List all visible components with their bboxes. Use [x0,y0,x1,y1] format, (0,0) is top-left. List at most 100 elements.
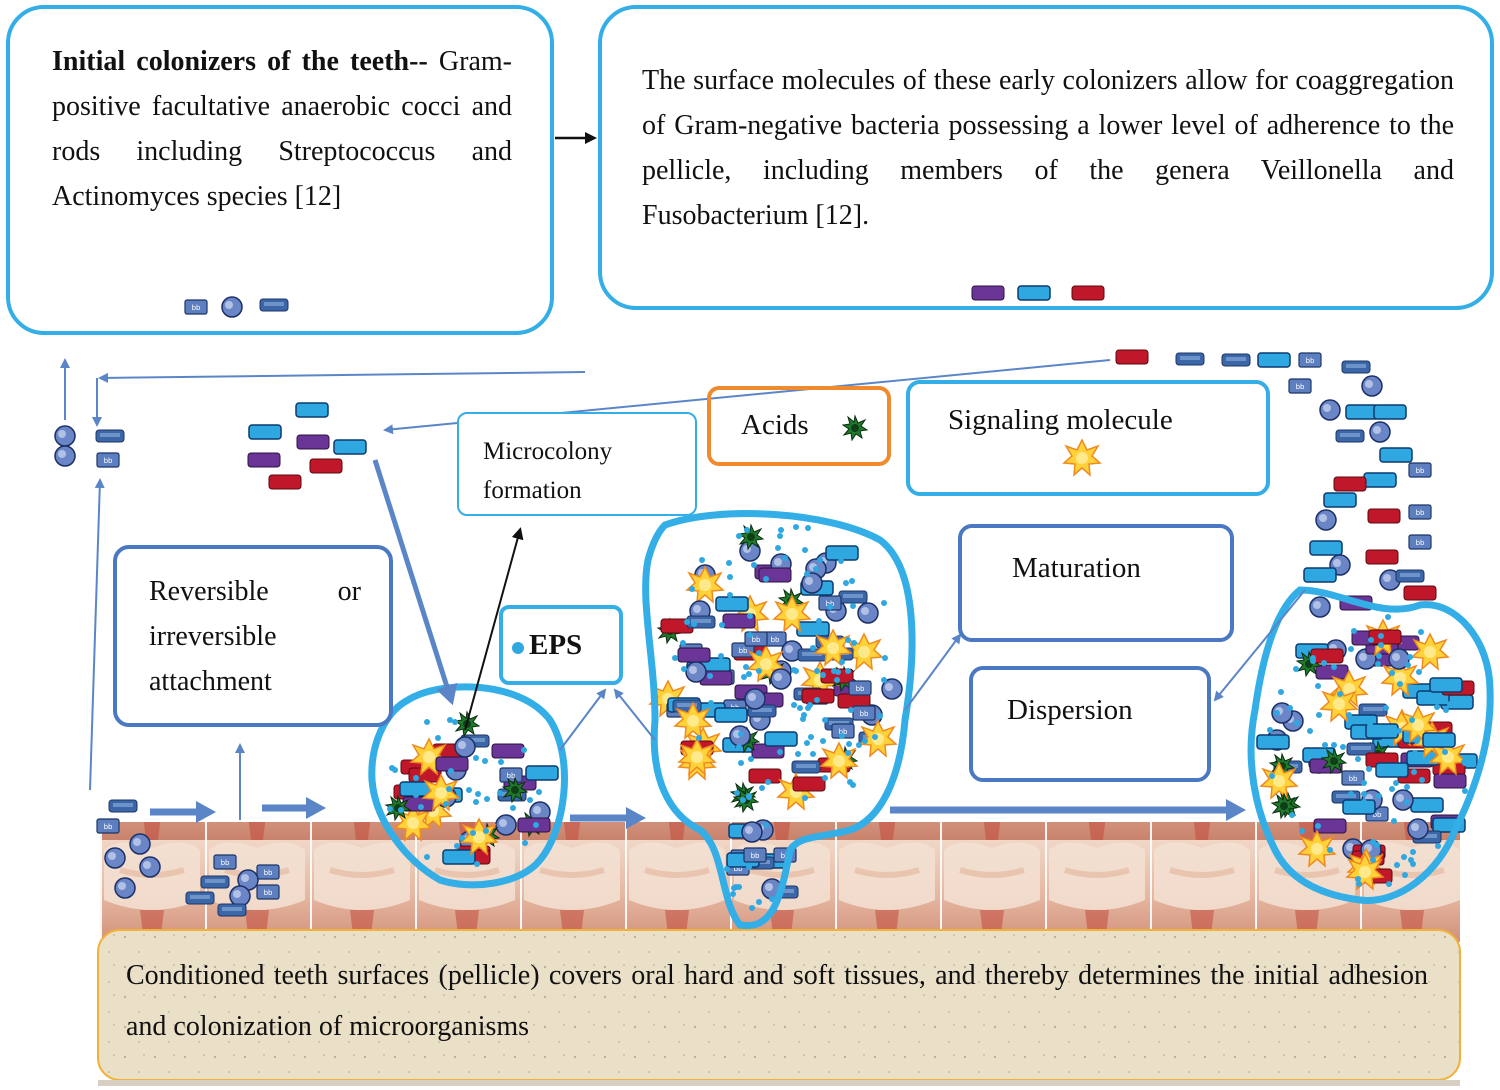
eps-dot [696,735,702,741]
eps-dot [730,891,736,897]
eps-dot [820,672,826,678]
rod-bacterium-icon [1368,629,1402,645]
eps-dot [744,527,750,533]
acids-label: Acids [741,409,809,441]
rod-bacterium-icon [213,854,237,870]
eps-dot [845,750,851,756]
eps-dot [522,840,528,846]
eps-dot [510,805,516,811]
eps-dot [484,796,490,802]
eps-dot [1394,862,1400,868]
eps-dot [763,576,769,582]
eps-dot [747,632,753,638]
rod-bacterium-icon [743,847,767,863]
rod-bacterium-icon [525,765,559,781]
eps-dot [1396,728,1402,734]
eps-dot [843,580,849,586]
eps-dot [1378,642,1384,648]
eps-dot [756,668,762,674]
rod-bacterium-icon [714,707,748,723]
rod-bacterium-icon [491,743,525,759]
eps-dot [1435,843,1441,849]
eps-dot [418,804,424,810]
rod-bacterium-icon [200,875,230,889]
eps-dot [810,645,816,651]
eps-dot [1426,804,1432,810]
eps-dot [533,822,539,828]
rod-bacterium-icon [1363,472,1397,488]
eps-dot [1443,707,1449,713]
rod-bacterium-icon [108,799,138,813]
eps-dot [1287,705,1293,711]
eps-dot [1442,749,1448,755]
initial-colonizers-title: Initial colonizers of the teeth-- [52,46,428,77]
eps-dot [1316,712,1322,718]
signaling-molecule-label: Signaling molecule [948,404,1173,436]
eps-dot [736,744,742,750]
eps-dot [834,677,840,683]
eps-dot [1397,681,1403,687]
eps-dot [802,795,808,801]
rod-bacterium-icon [677,647,711,663]
eps-dot [466,787,472,793]
eps-dot [741,674,747,680]
eps-dot [1370,839,1376,845]
eps-dot [802,547,808,553]
surface-molecules-text: The surface molecules of these early col… [642,65,1454,231]
eps-dot [726,560,732,566]
eps-dot [1293,666,1299,672]
rod-bacterium-icon [686,615,716,629]
eps-dot [759,785,765,791]
eps-dot [1416,669,1422,675]
coccus-bacterium-icon [114,877,136,899]
eps-dot [448,768,454,774]
rod-bacterium-icon [217,903,247,917]
eps-dot [1402,872,1408,878]
eps-dot [763,822,769,828]
initial-colonizers-box: Initial colonizers of the teeth-- Gram-p… [6,5,554,335]
eps-dot [872,734,878,740]
maturation-box: Maturation [958,524,1234,642]
rod-bacterium-icon [295,402,329,418]
rod-bacterium-icon [852,705,876,721]
eps-dot [1375,661,1381,667]
rod-bacterium-icon [1367,508,1401,524]
coccus-bacterium-icon [1361,375,1383,397]
eps-dot [459,835,465,841]
eps-dot [1337,691,1343,697]
eps-box: EPS [499,605,623,685]
initial-colonizers-text: Initial colonizers of the teeth-- Gram-p… [52,39,512,219]
coccus-bacterium-icon [1392,789,1414,811]
eps-dot [816,618,822,624]
eps-dot [795,751,801,757]
eps-dot [681,666,687,672]
eps-dot [413,792,419,798]
rod-bacterium-icon [333,439,367,455]
eps-dot [470,830,476,836]
arrow-return-left [98,371,586,383]
eps-dot [748,756,754,762]
initial-colonizers-body: Gram-positive facultative anaerobic cocc… [52,46,512,212]
eps-dot [746,794,752,800]
eps-dot [1348,646,1354,652]
eps-dot [475,791,481,797]
arrow-up-attachment [89,478,105,791]
rod-bacterium-icon [1256,734,1290,750]
eps-dot [777,533,783,539]
eps-dot [827,604,833,610]
eps-dot [756,899,762,905]
coccus-bacterium-icon [104,847,126,869]
eps-dot [838,558,844,564]
rod-bacterium-icon [499,767,523,783]
eps-dot [801,712,807,718]
eps-dot [1462,760,1468,766]
eps-dot [820,738,826,744]
eps-dot [793,524,799,530]
eps-dot [1361,791,1367,797]
rod-bacterium-icon [748,768,782,784]
eps-dot [474,861,480,867]
rod-bacterium-icon [792,776,826,792]
rod-bacterium-icon [1375,762,1409,778]
eps-dot [1401,854,1407,860]
rod-bacterium-icon [1373,404,1407,420]
